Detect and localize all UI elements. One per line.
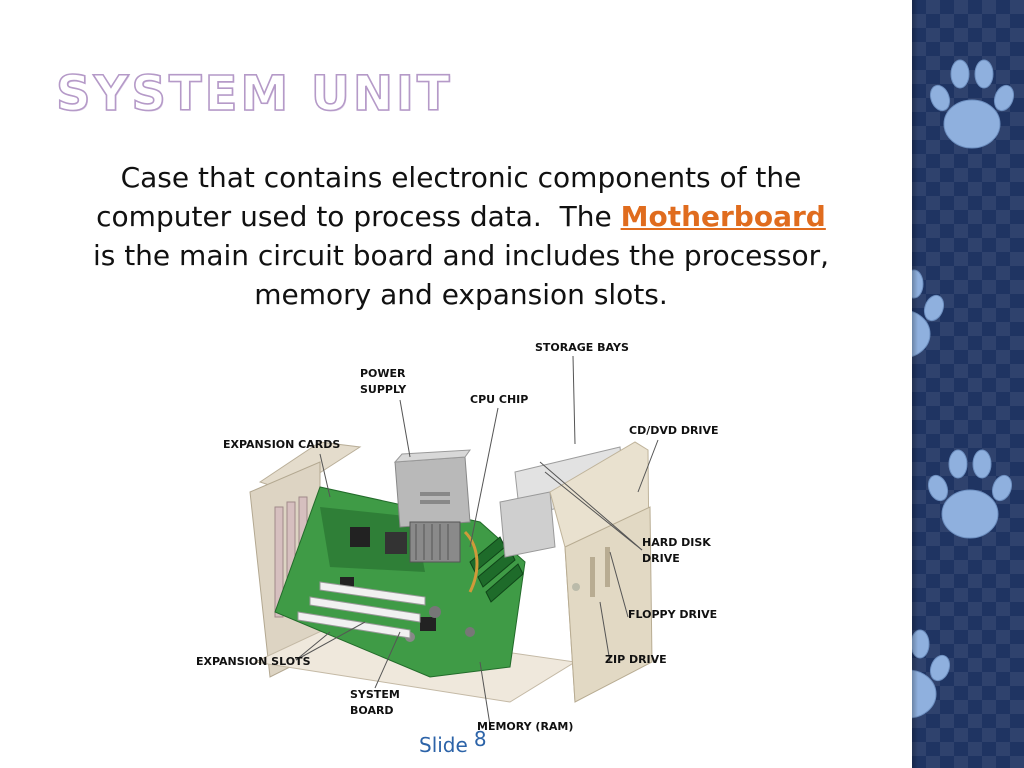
label-cpu-chip: CPU CHIP — [470, 393, 529, 406]
body-line-1: Case that contains electronic components… — [120, 161, 802, 194]
label-cd-dvd-drive: CD/DVD DRIVE — [629, 424, 719, 437]
paw-print-icon — [912, 269, 945, 357]
slide-number: 8 — [473, 727, 487, 751]
system-unit-diagram: STORAGE BAYS POWER SUPPLY CPU CHIP CD/DV… — [180, 332, 740, 742]
body-line-4: memory and expansion slots. — [254, 278, 668, 311]
slide-label: Slide — [419, 733, 468, 757]
motherboard-highlight: Motherboard — [620, 200, 826, 233]
label-system-board-line2: BOARD — [350, 704, 394, 717]
sidebar-shadow — [912, 0, 918, 768]
label-expansion-cards: EXPANSION CARDS — [223, 438, 341, 451]
label-power-supply-line2: SUPPLY — [360, 383, 407, 396]
paw-print-icon — [929, 59, 1015, 149]
label-power-supply: POWER SUPPLY — [360, 366, 406, 398]
label-system-board: SYSTEM BOARD — [350, 687, 400, 719]
label-hard-disk-line1: HARD DISK — [642, 536, 711, 549]
label-system-board-line1: SYSTEM — [350, 688, 400, 701]
label-hard-disk-drive: HARD DISK DRIVE — [642, 535, 711, 567]
slide-title: System Unit — [55, 65, 453, 123]
decorative-sidebar — [912, 0, 1024, 768]
body-line-2: computer used to process data. The Mothe… — [36, 197, 886, 236]
label-power-supply-line1: POWER — [360, 367, 406, 380]
label-storage-bays: STORAGE BAYS — [535, 341, 629, 354]
label-zip-drive: ZIP DRIVE — [605, 653, 667, 666]
label-memory-ram: MEMORY (RAM) — [477, 720, 574, 733]
slide-body-text: Case that contains electronic components… — [36, 158, 886, 314]
label-expansion-slots: EXPANSION SLOTS — [196, 655, 311, 668]
paw-print-icon — [912, 629, 951, 719]
body-line-2-text: computer used to process data. The — [96, 200, 621, 233]
label-floppy-drive: FLOPPY DRIVE — [628, 608, 718, 621]
paw-print-icon — [927, 449, 1013, 539]
label-hard-disk-line2: DRIVE — [642, 552, 680, 565]
computer-case-illustration — [249, 355, 659, 726]
body-line-3: is the main circuit board and includes t… — [92, 239, 830, 272]
